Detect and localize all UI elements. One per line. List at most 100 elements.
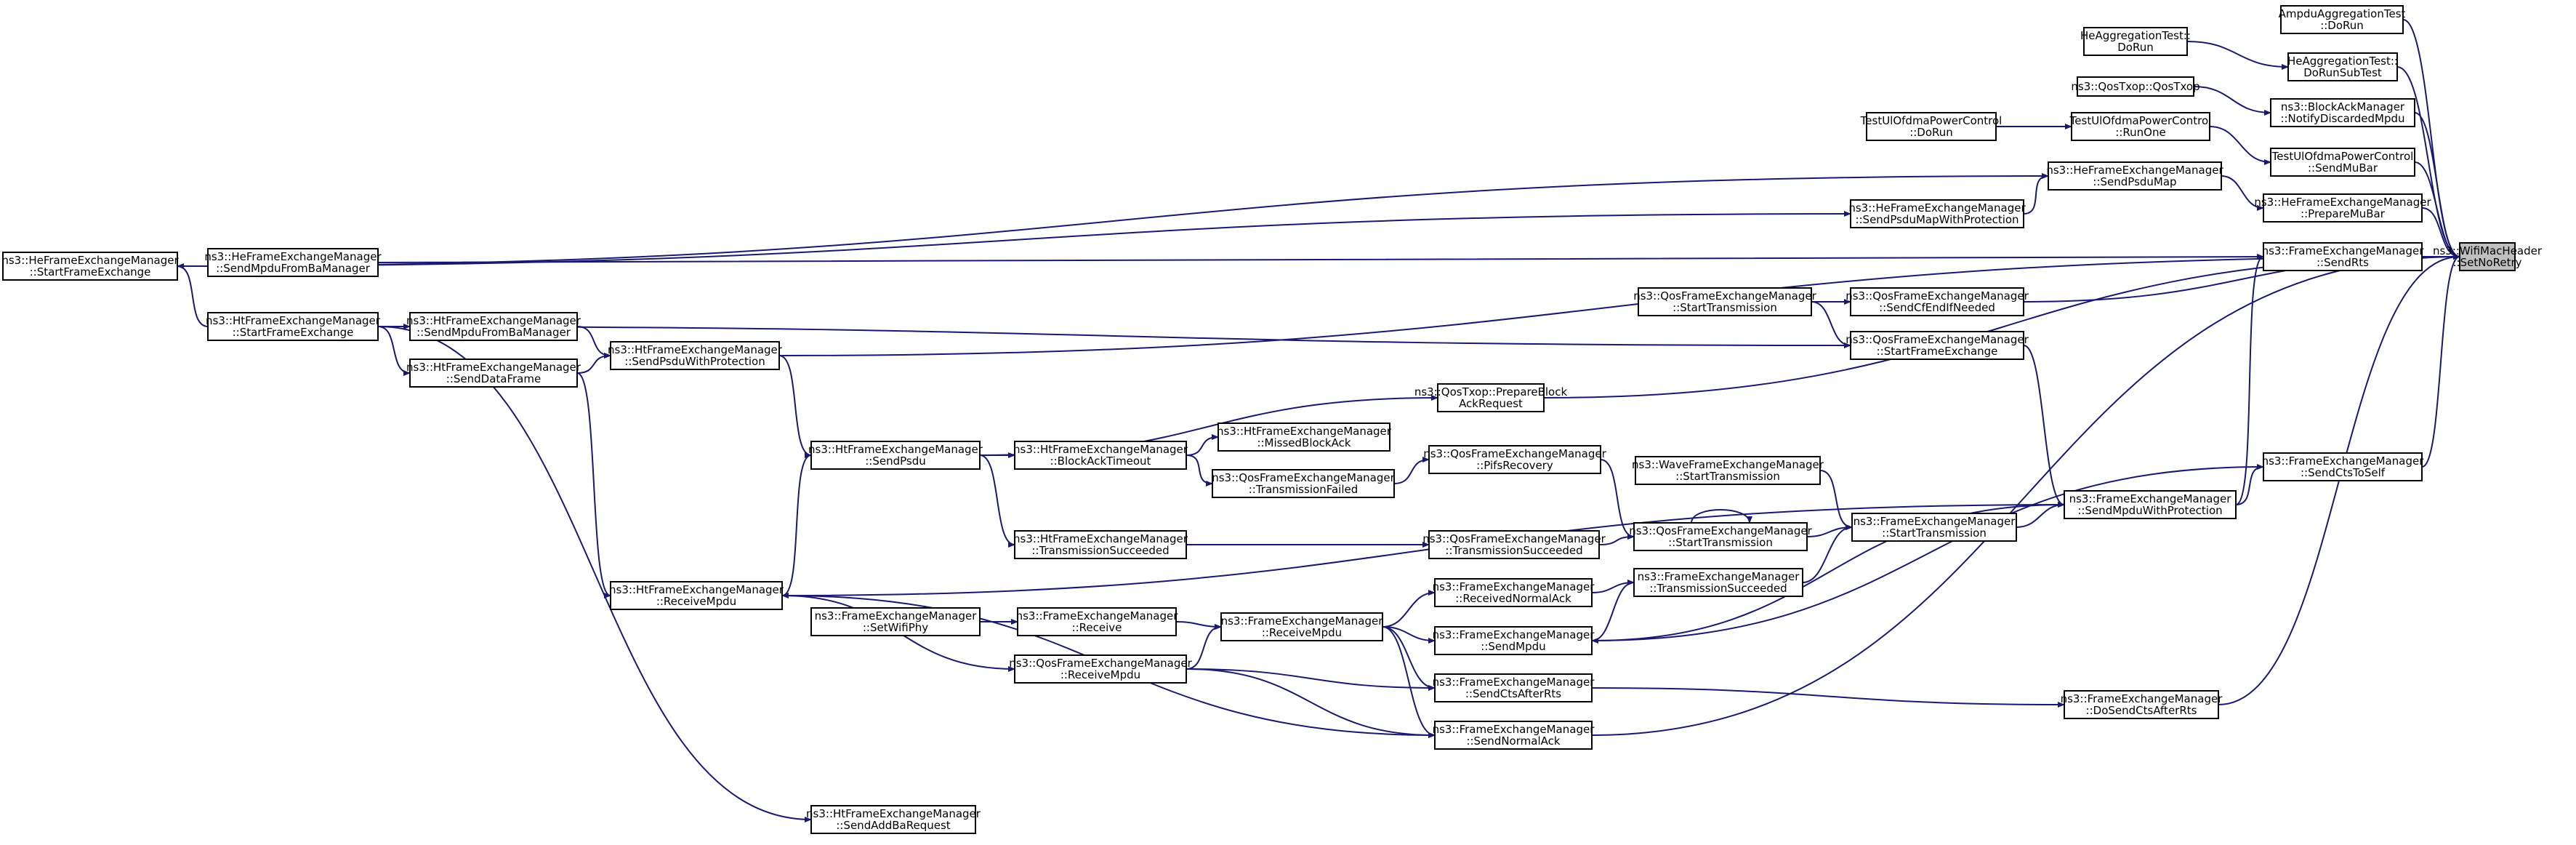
node-n32[interactable]: ns3::FrameExchangeManager::StartTransmis…	[1851, 513, 2017, 542]
node-n28[interactable]: ns3::WaveFrameExchangeManager::StartTran…	[1632, 456, 1824, 485]
node-box	[1437, 383, 1545, 412]
node-label-l2: ::SendMuBar	[2308, 161, 2378, 175]
node-n24[interactable]: ns3::HtFrameExchangeManager::SendPsdu	[808, 441, 983, 470]
node-n30[interactable]: ns3::FrameExchangeManager::SendCtsToSelf	[2262, 452, 2425, 481]
node-n18[interactable]: ns3::HtFrameExchangeManager::SendMpduFro…	[406, 312, 581, 341]
edge-n28-to-n32	[1819, 470, 1853, 530]
node-label-l2: ::SendCtsAfterRts	[1465, 687, 1561, 700]
node-n37[interactable]: ns3::FrameExchangeManager::ReceivedNorma…	[1433, 578, 1595, 607]
node-box	[1851, 513, 2017, 542]
node-n23[interactable]: ns3::HtFrameExchangeManager::MissedBlock…	[1217, 422, 1392, 452]
edge-n43-to-n44	[1591, 687, 2065, 708]
node-n25[interactable]: ns3::HtFrameExchangeManager::BlockAckTim…	[1013, 441, 1188, 470]
node-label-l2: ::DoRun	[1909, 126, 1953, 139]
node-label-l1: ns3::HtFrameExchangeManager	[1013, 532, 1188, 545]
node-n15[interactable]: ns3::QosFrameExchangeManager::StartTrans…	[1633, 287, 1817, 316]
node-label-l1: ns3::FrameExchangeManager	[2069, 492, 2232, 505]
node-label-l1: ns3::HtFrameExchangeManager	[1013, 443, 1188, 456]
node-n11[interactable]: ns3::HeFrameExchangeManager::SendPsduMap…	[1848, 199, 2026, 228]
node-n39[interactable]: ns3::FrameExchangeManager::Receive	[1016, 607, 1179, 636]
node-label-l1: ns3::QosFrameExchangeManager	[1423, 447, 1606, 460]
edge-n40-to-n37	[1382, 590, 1436, 628]
node-label-l2: ::SendAddBaRequest	[836, 819, 950, 832]
node-label-l2: ::SendPsduMapWithProtection	[1855, 213, 2018, 226]
node-n13[interactable]: ns3::HeFrameExchangeManager::StartFrameE…	[1, 252, 179, 281]
edge-n9-to-n10	[2221, 175, 2264, 211]
node-n4[interactable]: ns3::QosTxop::QosTxop	[2071, 76, 2200, 97]
node-n19[interactable]: ns3::HtFrameExchangeManager::SendPsduWit…	[608, 341, 783, 370]
node-label-l2: ::StartFrameExchange	[1877, 345, 1998, 358]
node-n21[interactable]: ns3::HtFrameExchangeManager::SendDataFra…	[406, 359, 581, 388]
edge-n40-to-n45	[1382, 626, 1436, 738]
node-n36[interactable]: ns3::HtFrameExchangeManager::ReceiveMpdu	[609, 581, 784, 610]
node-n12[interactable]: ns3::FrameExchangeManager::SendRts	[2262, 242, 2425, 271]
node-label-l2: ::TransmissionSucceeded	[1031, 544, 1169, 557]
node-n41[interactable]: ns3::FrameExchangeManager::SendMpdu	[1433, 626, 1595, 655]
node-label-l2: DoRunSubTest	[2303, 66, 2382, 79]
node-box	[2287, 52, 2398, 81]
node-n46[interactable]: ns3::HtFrameExchangeManager::SendAddBaRe…	[806, 805, 981, 834]
node-n17[interactable]: ns3::HtFrameExchangeManager::StartFrameE…	[206, 312, 381, 341]
node-box	[207, 312, 379, 341]
node-n6[interactable]: TestUlOfdmaPowerControl::DoRun	[1860, 112, 2003, 141]
node-label-l1: HeAggregationTest::	[2287, 55, 2398, 68]
edge-n7-to-n8	[2209, 126, 2271, 165]
node-n38[interactable]: ns3::FrameExchangeManager::SetWifiPhy	[810, 607, 981, 636]
node-label-l1: ns3::HtFrameExchangeManager	[406, 314, 581, 327]
node-box	[2083, 27, 2188, 56]
node-box	[207, 248, 379, 277]
edge-n45-to-n0	[1591, 254, 2460, 736]
node-n26[interactable]: ns3::QosFrameExchangeManager::PifsRecove…	[1423, 445, 1607, 474]
node-label-l1: TestUlOfdmaPowerControl	[1860, 114, 2003, 127]
node-label-l1: ns3::QosFrameExchangeManager	[1633, 289, 1816, 303]
edge-n17-to-n21	[377, 326, 411, 376]
node-n9[interactable]: ns3::HeFrameExchangeManager::SendPsduMap	[2046, 161, 2223, 191]
node-box	[1850, 287, 2024, 316]
node-label-l2: ::SendRts	[2317, 256, 2369, 269]
node-box	[1866, 112, 1997, 141]
node-n14[interactable]: ns3::HeFrameExchangeManager::SendMpduFro…	[204, 248, 382, 277]
node-n35[interactable]: ns3::FrameExchangeManager::TransmissionS…	[1633, 568, 1803, 597]
node-label-l2: ::TransmissionFailed	[1249, 483, 1359, 496]
edge-n30-to-n41	[1591, 466, 2264, 644]
node-box	[1633, 568, 1803, 597]
edge-n17-to-n13	[177, 263, 209, 327]
edge-n2-to-n3	[2186, 41, 2289, 70]
node-n45[interactable]: ns3::FrameExchangeManager::SendNormalAck	[1433, 721, 1595, 750]
node-n10[interactable]: ns3::HeFrameExchangeManager::PrepareMuBa…	[2254, 193, 2431, 223]
node-n20[interactable]: ns3::QosFrameExchangeManager::StartFrame…	[1846, 331, 2029, 360]
node-label-l2: ::StartFrameExchange	[233, 326, 354, 339]
node-box	[2064, 490, 2237, 519]
node-n0[interactable]: ns3::WifiMacHeader::SetNoRetry	[2433, 242, 2543, 271]
node-n2[interactable]: HeAggregationTest::DoRun	[2080, 27, 2191, 56]
node-n43[interactable]: ns3::FrameExchangeManager::SendCtsAfterR…	[1433, 673, 1595, 702]
edge-n25-to-n23	[1186, 434, 1219, 456]
node-n44[interactable]: ns3::FrameExchangeManager::DoSendCtsAfte…	[2061, 690, 2223, 719]
node-box	[610, 581, 783, 610]
node-box	[1014, 530, 1187, 559]
node-label-l2: ::DoRun	[2320, 19, 2364, 32]
node-n27[interactable]: ns3::QosFrameExchangeManager::Transmissi…	[1212, 469, 1396, 498]
node-n5[interactable]: ns3::BlockAckManager::NotifyDiscardedMpd…	[2270, 98, 2415, 127]
node-n29[interactable]: ns3::FrameExchangeManager::SendMpduWithP…	[2064, 490, 2237, 519]
node-n33[interactable]: ns3::HtFrameExchangeManager::Transmissio…	[1013, 530, 1188, 559]
node-label-l2: ::StartTransmission	[1673, 301, 1777, 314]
node-n16[interactable]: ns3::QosFrameExchangeManager::SendCfEndI…	[1846, 287, 2029, 316]
node-label-l1: ns3::HtFrameExchangeManager	[206, 314, 381, 327]
node-n42[interactable]: ns3::QosFrameExchangeManager::ReceiveMpd…	[1009, 654, 1193, 684]
node-n8[interactable]: TestUlOfdmaPowerControl::SendMuBar	[2270, 148, 2415, 177]
node-n34[interactable]: ns3::QosFrameExchangeManager::Transmissi…	[1422, 530, 1606, 559]
node-label-l2: ::SendMpduFromBaManager	[216, 262, 371, 275]
edge-n29-to-n12	[2235, 254, 2264, 505]
node-n3[interactable]: HeAggregationTest::DoRunSubTest	[2287, 52, 2398, 81]
node-n40[interactable]: ns3::FrameExchangeManager::ReceiveMpdu	[1220, 612, 1384, 641]
node-n7[interactable]: TestUlOfdmaPowerControl::RunOne	[2069, 112, 2212, 141]
node-box	[2064, 690, 2219, 719]
node-label-l1: TestUlOfdmaPowerControl	[2069, 114, 2212, 127]
node-n1[interactable]: AmpduAggregationTest::DoRun	[2279, 5, 2406, 34]
node-label-l1: ns3::BlockAckManager	[2281, 100, 2405, 113]
node-n31[interactable]: ns3::QosFrameExchangeManager::StartTrans…	[1629, 522, 1813, 551]
node-label-l2: ::StartTransmission	[1668, 536, 1773, 549]
